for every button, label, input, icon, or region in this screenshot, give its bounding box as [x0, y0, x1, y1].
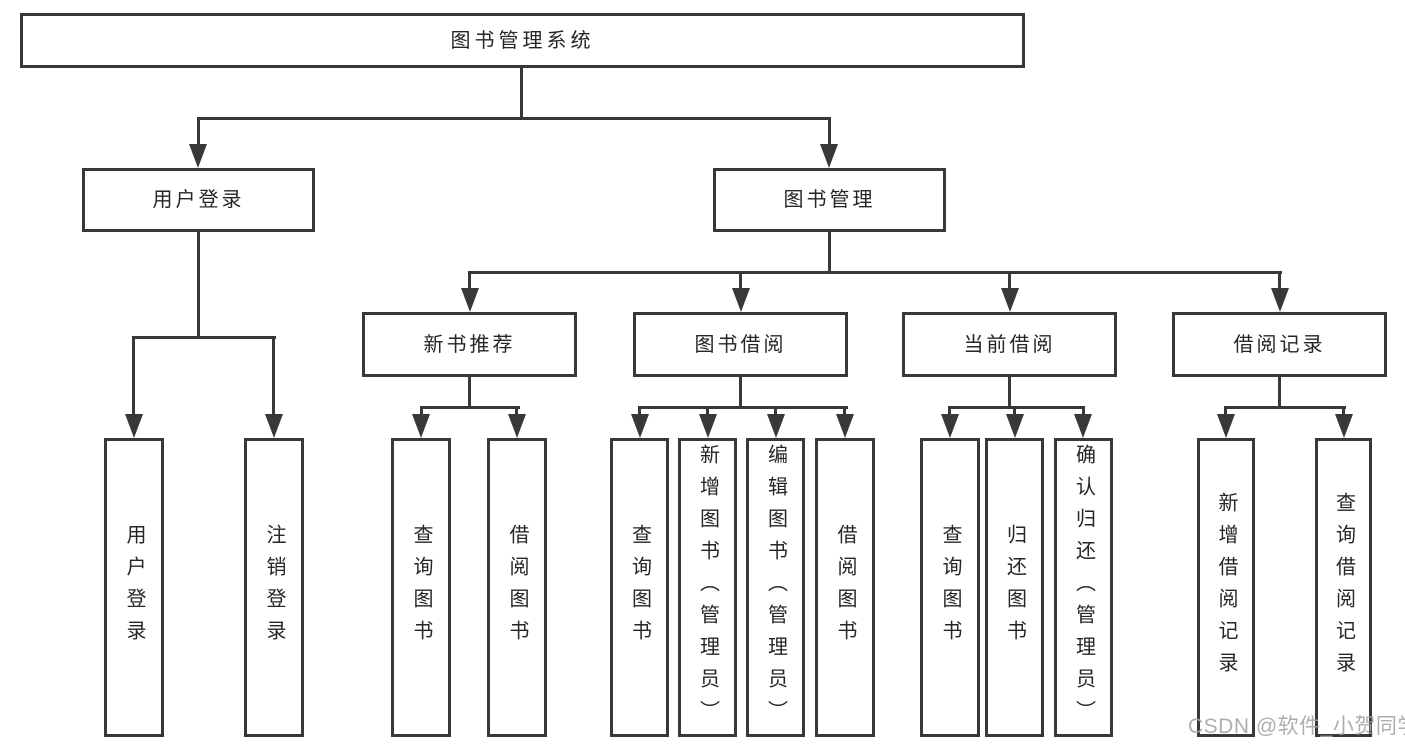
leaf-query-books-recommend: 查询图书	[391, 438, 451, 737]
connector-drop	[1082, 406, 1085, 416]
arrow-down-icon	[508, 414, 526, 438]
connector-borrow-records-rail	[1224, 406, 1346, 409]
arrow-down-icon	[1001, 288, 1019, 312]
leaf-confirm-return-admin-label: 确认归还（管理员）	[1072, 443, 1095, 732]
connector-book-management-stem	[828, 232, 831, 274]
leaf-borrow-books: 借阅图书	[815, 438, 875, 737]
arrow-down-icon	[1074, 414, 1092, 438]
connector-drop	[843, 406, 846, 416]
connector-borrow-records-stem	[1278, 377, 1281, 409]
connector-drop	[1224, 406, 1227, 416]
connector-user-login-stem	[197, 232, 200, 336]
connector-book-borrow-stem	[739, 377, 742, 409]
leaf-borrow-books-label: 借阅图书	[834, 523, 856, 652]
connector-drop-user-login	[197, 117, 200, 146]
node-user-login-label: 用户登录	[152, 189, 245, 211]
connector-drop-current-borrow	[1008, 271, 1011, 291]
leaf-return-book-label: 归还图书	[1003, 523, 1026, 652]
connector-drop-book-management	[828, 117, 831, 146]
connector-drop	[1342, 406, 1345, 416]
node-current-borrow-label: 当前借阅	[963, 333, 1056, 356]
arrow-down-icon	[189, 144, 207, 168]
leaf-add-borrow-record: 新增借阅记录	[1197, 438, 1255, 737]
node-user-login: 用户登录	[82, 168, 315, 232]
leaf-query-books-borrow: 查询图书	[610, 438, 669, 737]
leaf-query-books-borrow-label: 查询图书	[628, 523, 651, 652]
leaf-edit-book-admin: 编辑图书（管理员）	[746, 438, 805, 737]
connector-new-book-rail	[420, 406, 520, 409]
connector-root-rail	[197, 117, 831, 120]
arrow-down-icon	[1335, 414, 1353, 438]
leaf-query-books-recommend-label: 查询图书	[410, 523, 432, 652]
leaf-logout-label: 注销登录	[263, 523, 285, 652]
node-borrow-records-label: 借阅记录	[1233, 333, 1326, 356]
connector-drop	[774, 406, 777, 416]
leaf-borrow-books-recommend: 借阅图书	[487, 438, 547, 737]
connector-user-login-rail	[132, 336, 276, 339]
connector-drop-borrow-records	[1278, 271, 1281, 291]
arrow-down-icon	[1006, 414, 1024, 438]
node-new-book-recommend-label: 新书推荐	[423, 333, 516, 356]
arrow-down-icon	[820, 144, 838, 168]
node-current-borrow: 当前借阅	[902, 312, 1117, 377]
arrow-down-icon	[412, 414, 430, 438]
leaf-confirm-return-admin: 确认归还（管理员）	[1054, 438, 1113, 737]
connector-drop-leaf-logout	[272, 336, 275, 416]
connector-drop	[706, 406, 709, 416]
connector-book-borrow-rail	[638, 406, 848, 409]
arrow-down-icon	[836, 414, 854, 438]
node-book-management-label: 图书管理	[783, 189, 876, 211]
arrow-down-icon	[631, 414, 649, 438]
leaf-query-borrow-record-label: 查询借阅记录	[1332, 491, 1355, 684]
node-root-label: 图书管理系统	[450, 29, 595, 52]
leaf-logout: 注销登录	[244, 438, 304, 737]
arrow-down-icon	[1271, 288, 1289, 312]
arrow-down-icon	[732, 288, 750, 312]
arrow-down-icon	[941, 414, 959, 438]
leaf-add-book-admin-label: 新增图书（管理员）	[696, 443, 719, 732]
arrow-down-icon	[1217, 414, 1235, 438]
connector-drop	[515, 406, 518, 416]
leaf-query-books-current-label: 查询图书	[939, 523, 961, 652]
connector-drop-leaf-user-login	[132, 336, 135, 416]
leaf-query-borrow-record: 查询借阅记录	[1315, 438, 1372, 737]
arrow-down-icon	[699, 414, 717, 438]
connector-current-borrow-rail	[948, 406, 1085, 409]
node-borrow-records: 借阅记录	[1172, 312, 1387, 377]
connector-drop	[1013, 406, 1016, 416]
arrow-down-icon	[767, 414, 785, 438]
node-new-book-recommend: 新书推荐	[362, 312, 577, 377]
connector-drop	[638, 406, 641, 416]
connector-drop	[420, 406, 423, 416]
node-root: 图书管理系统	[20, 13, 1025, 68]
leaf-add-book-admin: 新增图书（管理员）	[678, 438, 737, 737]
connector-book-management-rail	[468, 271, 1282, 274]
arrow-down-icon	[125, 414, 143, 438]
leaf-add-borrow-record-label: 新增借阅记录	[1215, 491, 1237, 684]
node-book-borrow: 图书借阅	[633, 312, 848, 377]
leaf-borrow-books-recommend-label: 借阅图书	[506, 523, 528, 652]
connector-drop	[948, 406, 951, 416]
node-book-borrow-label: 图书借阅	[694, 333, 787, 356]
leaf-user-login-label: 用户登录	[123, 523, 145, 652]
arrow-down-icon	[265, 414, 283, 438]
leaf-return-book: 归还图书	[985, 438, 1044, 737]
arrow-down-icon	[461, 288, 479, 312]
leaf-user-login: 用户登录	[104, 438, 164, 737]
leaf-edit-book-admin-label: 编辑图书（管理员）	[764, 443, 787, 732]
connector-current-borrow-stem	[1008, 377, 1011, 409]
node-book-management: 图书管理	[713, 168, 946, 232]
connector-drop-new-book	[468, 271, 471, 291]
watermark: CSDN @软件_小贺同学	[1188, 715, 1405, 738]
leaf-query-books-current: 查询图书	[920, 438, 980, 737]
connector-new-book-stem	[468, 377, 471, 409]
connector-root-stem	[520, 68, 523, 117]
connector-drop-book-borrow	[739, 271, 742, 291]
